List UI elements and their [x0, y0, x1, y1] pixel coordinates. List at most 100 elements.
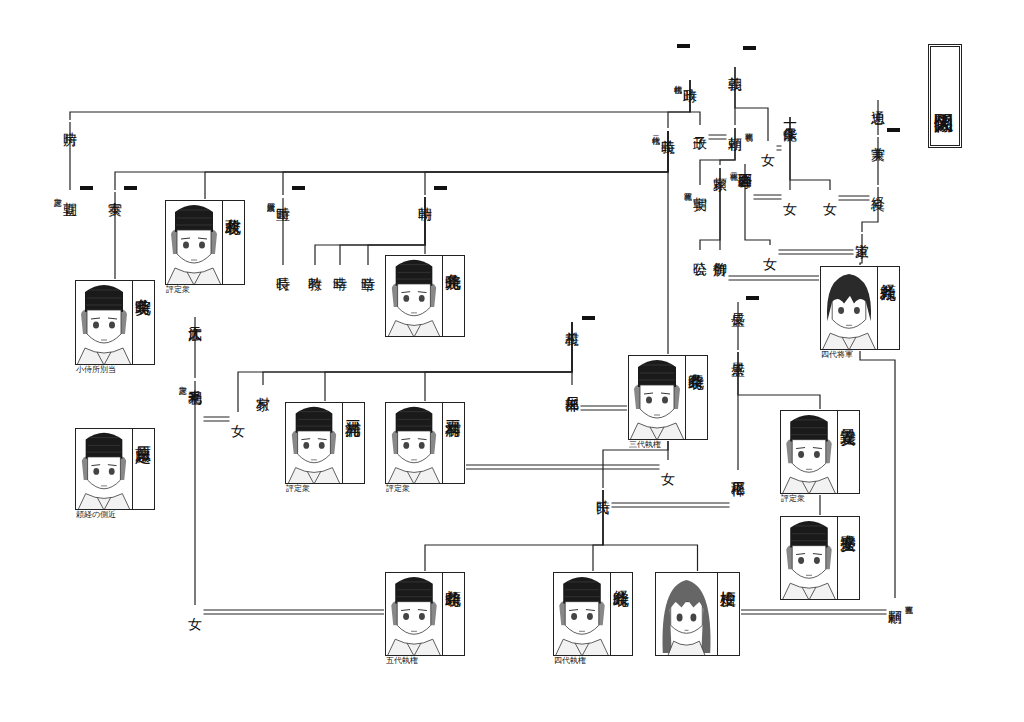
person-name: 女 [783, 190, 798, 192]
kinship-line [603, 490, 698, 571]
portrait-box: 安達泰盛 [780, 516, 860, 600]
role-label: 三代執権 [629, 440, 661, 450]
role-label: 四代将軍 [821, 350, 853, 360]
portrait [387, 577, 440, 656]
portrait [388, 407, 440, 484]
kinship-line [194, 317, 195, 378]
portrait [388, 260, 440, 337]
name-column: 藤原定員 [132, 429, 154, 509]
person-name: 実泰 [108, 190, 123, 192]
portrait-box: 北条時頼五代執権 [385, 572, 465, 656]
portrait [782, 415, 835, 494]
portrait-box: 北条政村評定衆 [165, 200, 245, 285]
role-label: 評定衆 [386, 484, 410, 494]
name-column: 北条光時 [442, 256, 464, 336]
kinship-line [593, 490, 603, 571]
portrait [78, 433, 130, 510]
name-column: 北条政村 [222, 201, 244, 284]
kinship-line [690, 80, 700, 125]
role-label: 評定衆 [781, 494, 805, 504]
person-name: 盛長 [731, 300, 746, 302]
kinship-line [860, 234, 862, 265]
person-name: 義時二代執権 [650, 128, 676, 131]
person-name: 竹御所 [713, 250, 728, 252]
kinship-line [205, 131, 668, 199]
person-name: 松下禅尼 [731, 470, 746, 472]
person-name: 朝直評定衆 [52, 190, 78, 193]
kinship-line [69, 122, 70, 190]
portrait [77, 285, 131, 365]
marriage-line [741, 610, 887, 614]
clan-badge: 極楽寺流 [292, 186, 305, 190]
kinship-line [115, 131, 668, 190]
person-name: 道家 [855, 232, 870, 234]
marriage-line [839, 196, 870, 200]
name-text: 頼嗣 [888, 599, 903, 600]
portrait-box: 三浦光村評定衆 [285, 402, 365, 484]
portrait [167, 205, 221, 285]
kinship-line [700, 128, 735, 185]
name-column: 三浦光村 [342, 403, 364, 483]
clan-badge: 九条家 [887, 128, 900, 132]
kinship-line [700, 168, 720, 250]
portrait-box: 北条泰時三代執権 [628, 355, 708, 440]
person-name: 重時六波羅探題 [265, 195, 291, 198]
portrait-box: 北条経時四代執権 [553, 572, 633, 656]
person-name: 女 [823, 190, 838, 192]
marriage-line [729, 276, 820, 280]
kinship-line [283, 131, 668, 195]
person-name: 一条能保 [783, 115, 798, 117]
name-text: 時政 [683, 78, 698, 79]
person-name: 兼実 [871, 135, 886, 137]
kinship-line [238, 322, 572, 412]
marriage-line [779, 250, 854, 254]
clan-badge: 金沢流 [124, 186, 137, 190]
kinship-line [790, 117, 830, 190]
clan-badge: 大仏流 [80, 186, 93, 190]
portrait-box: 三浦泰村評定衆 [385, 402, 465, 484]
marriage-line [709, 135, 727, 139]
role-label: 頼経の側近 [76, 510, 116, 520]
person-name: 政子 [693, 125, 708, 127]
portrait-box: 藤原定員頼経の側近 [75, 428, 155, 510]
kinship-line [667, 131, 668, 354]
role-label: 小侍所別当 [76, 365, 116, 375]
person-name: 景盛 [731, 350, 746, 352]
portrait [822, 274, 875, 350]
marriage-line [581, 406, 628, 410]
person-name: 公暁 [693, 250, 708, 252]
person-name: 頼家二代将軍 [713, 165, 739, 168]
clan-badge: 安達氏 [746, 296, 759, 300]
kinship-line [719, 168, 720, 250]
name-column: 安達泰盛 [837, 517, 859, 599]
kinship-line [737, 302, 738, 350]
marriage-line [204, 610, 385, 614]
person-name: 女 [761, 141, 776, 143]
name-text: 頼家 [713, 166, 728, 167]
person-name: 時章 [361, 265, 376, 267]
kinship-line [114, 192, 115, 279]
portrait-box: 北条光時 [385, 255, 465, 337]
clan-badge: 源氏将軍家 [743, 46, 756, 50]
name-column: 九条頼経 [877, 267, 899, 349]
kinship-line [862, 187, 878, 232]
portrait [782, 521, 835, 600]
person-name: 西園寺公経 [738, 162, 753, 164]
person-name: 家村 [256, 385, 271, 387]
name-text: 義時 [661, 129, 676, 130]
name-column: 北条時頼 [442, 573, 464, 655]
person-name: 時幸 [333, 265, 348, 267]
name-column: 北条経時 [610, 573, 632, 655]
person-name: 時政初代執権 [672, 77, 698, 80]
person-name: 義村 [565, 320, 580, 322]
portrait-box: 九条頼経四代将軍 [820, 266, 900, 350]
person-name: 実朝三代将軍 [682, 185, 708, 188]
role-label: 評定衆 [286, 484, 310, 494]
name-column: 三浦泰村 [442, 403, 464, 483]
kinship-line [877, 137, 878, 185]
person-name: 義朝 [728, 65, 743, 67]
name-column: 安達義景 [837, 411, 859, 493]
person-name: 大江広元 [188, 315, 203, 317]
name-column: 北条泰時 [685, 356, 707, 439]
